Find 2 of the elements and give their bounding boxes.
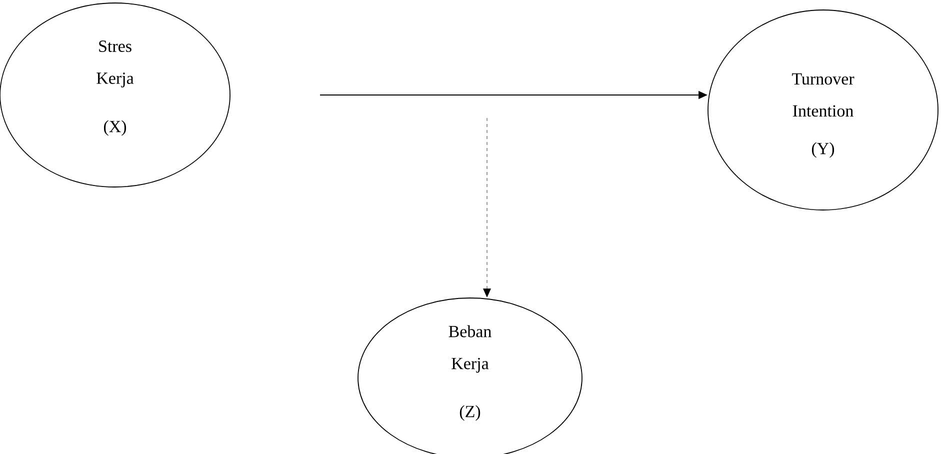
ellipse-node: Turnover Intention (Y): [708, 10, 938, 210]
arrow: [483, 118, 491, 298]
